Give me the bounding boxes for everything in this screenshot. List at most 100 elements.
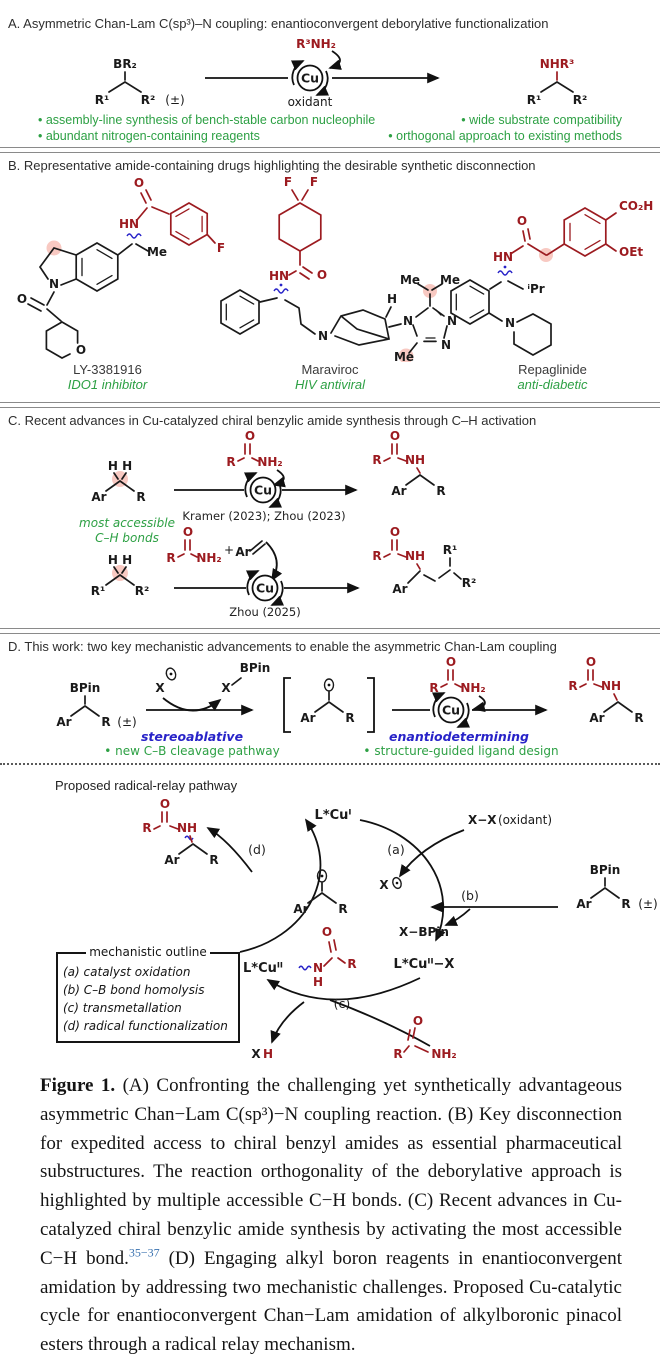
dotted-divider	[0, 763, 660, 765]
cu-label: Cu	[442, 703, 460, 718]
atom-label: R²	[573, 93, 588, 107]
atom-label: Ar	[235, 545, 250, 559]
radical-dot	[320, 874, 324, 878]
atom-label: Ar	[576, 897, 591, 911]
atom-label: Ar	[391, 484, 406, 498]
cycle-arc	[243, 472, 258, 498]
bond	[206, 233, 216, 244]
bullet: • wide substrate compatibility	[461, 113, 622, 127]
mechanism-steps: (a) catalyst oxidation (b) C–B bond homo…	[58, 963, 238, 1035]
amide-reagent-bottom: R O NH₂	[393, 1014, 456, 1061]
cu-label: Cu	[301, 71, 319, 86]
bpin-substrate: BPin Ar R (±)	[56, 681, 136, 729]
cu-i-species: L*Cuᴵ	[315, 808, 352, 823]
amine-label: R³NH₂	[296, 37, 336, 51]
step-d-label: (d)	[248, 842, 266, 857]
amide-reagent: O R NH₂	[429, 655, 486, 713]
atom-label: R	[166, 551, 175, 565]
drug-name: Maraviroc	[301, 362, 359, 377]
atom-label: R	[372, 453, 381, 467]
phenyl-ring	[450, 279, 490, 325]
bond	[489, 281, 502, 290]
amide-reagent-1: O R NH₂	[226, 429, 286, 488]
product-amide: O R NH Ar R	[568, 655, 643, 725]
atom-label: BPin	[240, 661, 271, 675]
atom-label: R	[429, 681, 438, 695]
atom-label: F	[284, 175, 292, 189]
atom-label: Ar	[589, 711, 604, 725]
stereo-wavy-bond	[126, 233, 142, 239]
atom-label: R	[568, 679, 577, 693]
atom-label: R	[209, 853, 218, 867]
cycle-arc	[270, 580, 285, 606]
atom-label: O	[586, 655, 596, 669]
amide-bonds	[579, 669, 603, 688]
oxidant-label: oxidant	[288, 95, 333, 109]
caption-text-1: (A) Confronting the challenging yet synt…	[40, 1075, 622, 1269]
drug-name-block: Maraviroc HIV antiviral	[215, 362, 445, 392]
stereo-dot	[279, 283, 283, 287]
atom-label: R	[345, 711, 354, 725]
atom-label: X	[155, 681, 165, 695]
cu-ii-label: L*Cuᴵᴵ	[243, 961, 283, 976]
oxidant-xx: X−X	[468, 813, 497, 827]
bond	[488, 312, 503, 322]
bonds	[314, 691, 344, 713]
atom-label: R¹	[443, 543, 458, 557]
cu-catalyst-cycle: Cu	[243, 472, 283, 508]
cycle-arc-a	[359, 819, 446, 942]
atom-label: O	[76, 343, 86, 357]
fluorophenyl-ring	[169, 202, 209, 246]
atom-label: Ar	[293, 902, 308, 916]
ly-3381916-structure: N O O Me HN O F	[17, 176, 225, 359]
atom-label: Ar	[56, 715, 71, 729]
green-note: C–H bonds	[95, 531, 159, 545]
catalytic-cycle: L*Cuᴵ (d) (a) X−X (oxidant) X Ar R (b) B…	[142, 797, 657, 1061]
radical-lobe	[323, 678, 335, 692]
mechanistic-outline-box: mechanistic outline (a) catalyst oxidati…	[56, 945, 240, 1043]
atom-label: Me	[394, 350, 414, 362]
atom-label: H	[387, 292, 397, 306]
green-bullet: • new C–B cleavage pathway	[104, 744, 279, 758]
caption-label: Figure 1.	[40, 1075, 116, 1096]
x-radical-exchange: X X BPin	[155, 661, 271, 712]
atom-label: Me	[147, 245, 167, 259]
atom-label: N	[403, 314, 413, 328]
cn-bond	[416, 467, 421, 474]
atom-label: N	[505, 316, 515, 330]
section-divider	[0, 402, 660, 408]
atom-label: Ar	[164, 853, 179, 867]
bond	[151, 206, 170, 215]
drug-name-block: Repaglinide anti-diabetic	[445, 362, 660, 392]
difluorocyclohexane-ring	[278, 202, 322, 252]
bond	[385, 306, 392, 318]
radical-lobe	[392, 876, 402, 890]
plus-sign: +	[224, 543, 234, 557]
atom-label: O	[413, 1014, 423, 1028]
drug-name: Repaglinide	[518, 362, 587, 377]
atom-label: R¹	[95, 93, 110, 107]
atom-label: BR₂	[113, 57, 137, 71]
cu-catalyst-cycle: Cu R³NH₂ oxidant	[288, 37, 342, 109]
section-divider	[0, 147, 660, 153]
panel-a-header: A. Asymmetric Chan-Lam C(sp³)–N coupling…	[8, 16, 549, 31]
bpin-substrate: BPin Ar R (±)	[576, 863, 657, 911]
panel-c-header: C. Recent advances in Cu-catalyzed chira…	[8, 413, 537, 428]
aromatic-bonds	[225, 295, 255, 329]
amide-bonds	[383, 443, 407, 462]
xh-out-curve	[270, 1001, 305, 1044]
bonds	[70, 695, 100, 717]
panel-a-bullets-left: • assembly-line synthesis of bench-stabl…	[38, 112, 375, 144]
aromatic-bonds	[81, 249, 113, 285]
reference-link[interactable]: 35−37	[128, 1245, 160, 1260]
atom-label: R	[621, 897, 630, 911]
step-a-label: (a)	[387, 842, 404, 857]
atom-label: NH₂	[257, 455, 282, 469]
drug-activity: HIV antiviral	[294, 377, 366, 392]
vinyl-double-bond	[249, 540, 266, 555]
atom-label: X	[379, 878, 389, 892]
transmetalation-arrow	[266, 977, 421, 1001]
atom-label: N	[313, 961, 323, 975]
atom-label: H H	[108, 459, 132, 473]
radical-dot	[395, 881, 399, 885]
